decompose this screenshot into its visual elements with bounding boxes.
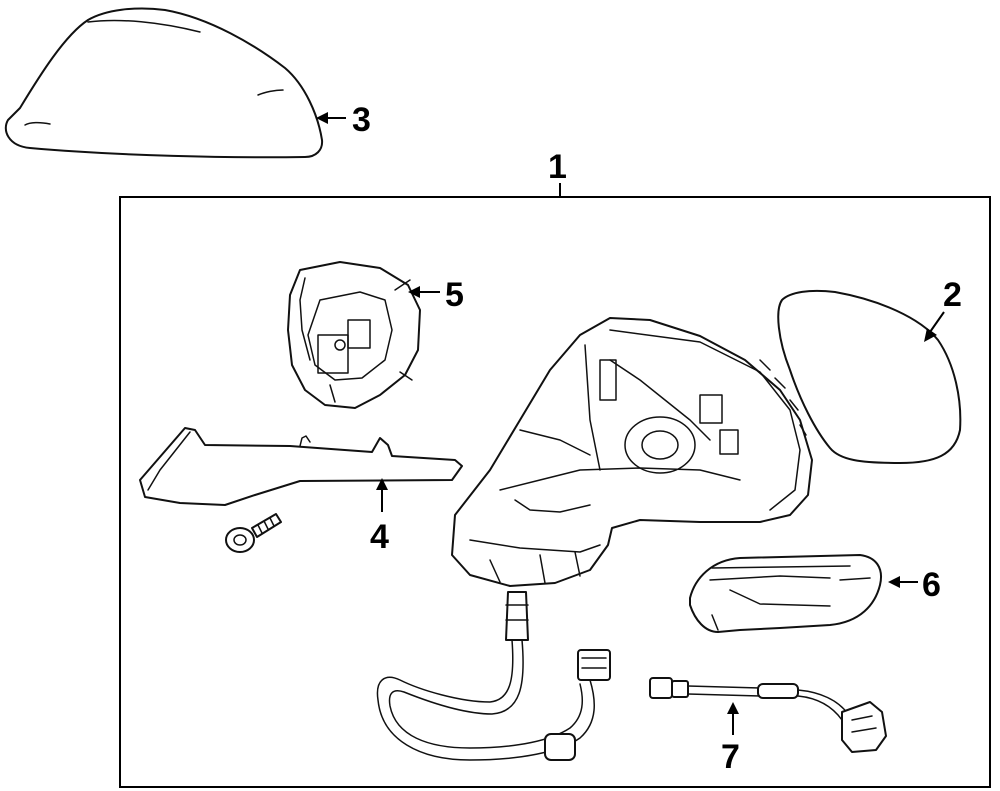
part-mirror-glass[interactable] [777, 289, 962, 464]
callout-3: 3 [352, 101, 371, 139]
part-mirror-housing[interactable] [451, 317, 813, 587]
callout-6: 6 [922, 566, 941, 604]
part-pigtail-harness[interactable] [649, 677, 887, 753]
callout-5: 5 [445, 276, 464, 314]
callout-1: 1 [548, 148, 567, 186]
part-turn-signal[interactable] [689, 554, 882, 633]
callout-4: 4 [370, 518, 389, 556]
part-wiring-harness[interactable] [376, 591, 611, 761]
callout-7: 7 [721, 738, 740, 776]
assembly-frame [119, 183, 991, 788]
part-garnish-trim[interactable] [139, 427, 463, 506]
leader-lines [316, 112, 945, 735]
callout-2: 2 [943, 276, 962, 314]
part-screw[interactable] [225, 513, 282, 553]
part-actuator-motor[interactable] [287, 261, 421, 409]
part-mirror-cap[interactable] [4, 7, 324, 159]
